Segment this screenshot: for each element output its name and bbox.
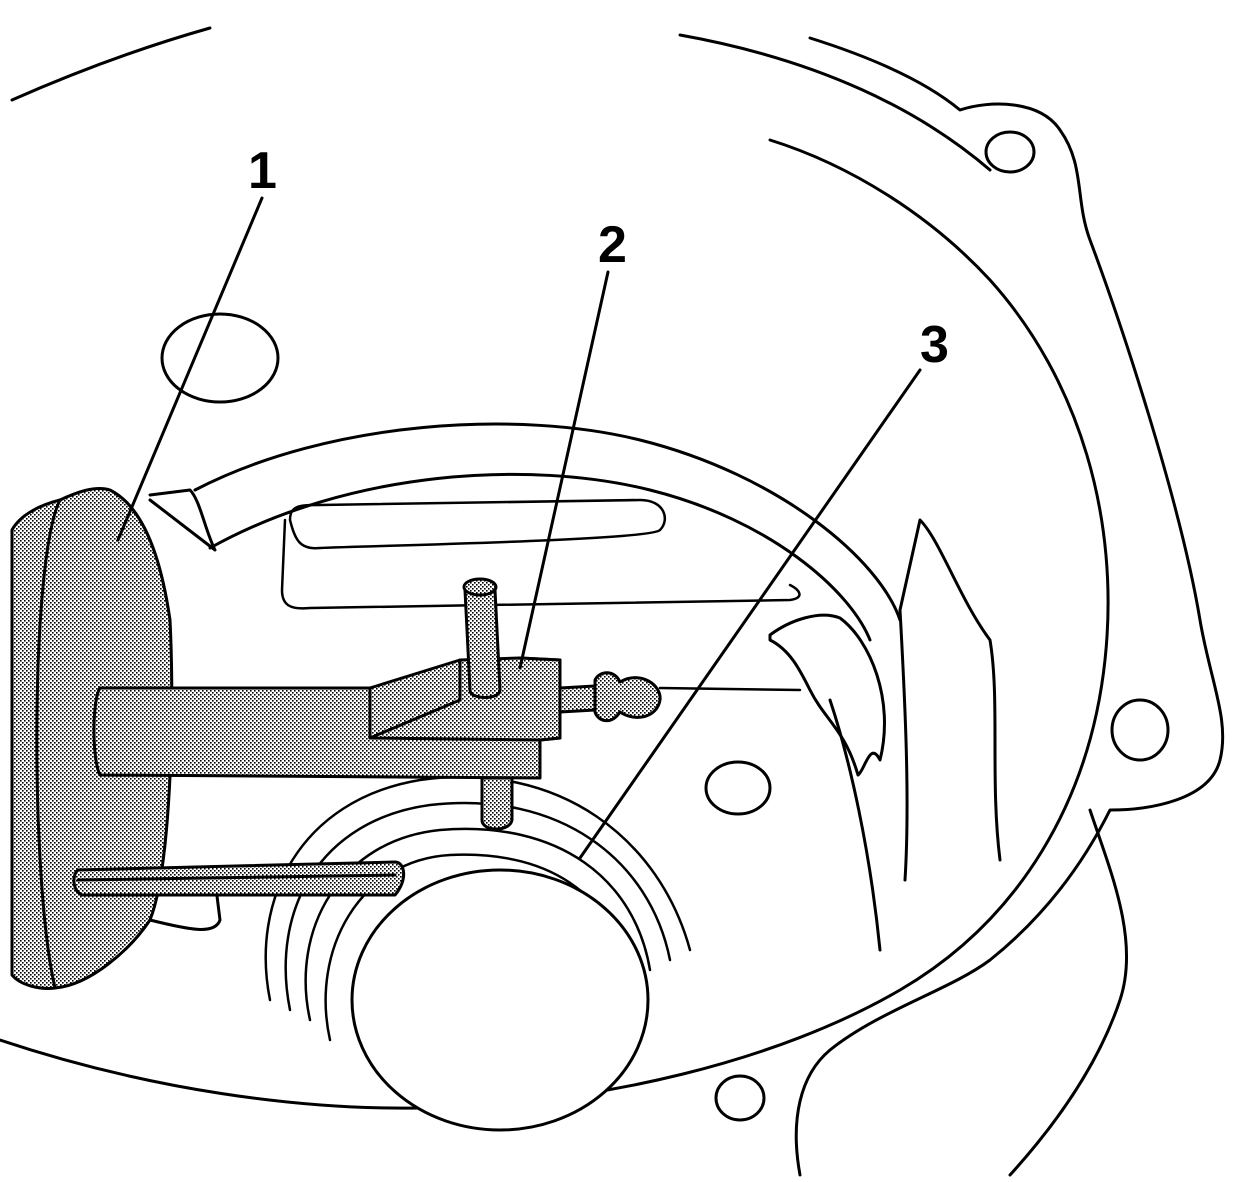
- callout-2: 2: [598, 216, 627, 274]
- tool-disc: [10, 486, 222, 990]
- callout-3: 3: [920, 316, 949, 374]
- tool-pin: [462, 577, 514, 831]
- tool-shaft: [92, 656, 562, 780]
- leader-line-3: [578, 368, 922, 860]
- tool-knob: [558, 671, 662, 723]
- mounting-holes: [160, 130, 1170, 1122]
- leader-line-1: [116, 196, 264, 542]
- leader-line-2: [518, 270, 610, 670]
- callout-1: 1: [248, 142, 277, 200]
- seal-rings: [264, 775, 692, 1132]
- tool-rod: [72, 860, 406, 897]
- cutaway-detail: [768, 518, 1002, 952]
- leader-lines: [116, 196, 922, 860]
- inner-bore: [193, 422, 902, 692]
- housing-outline: [0, 26, 1225, 1177]
- callout-labels: 1 2 3: [248, 142, 949, 374]
